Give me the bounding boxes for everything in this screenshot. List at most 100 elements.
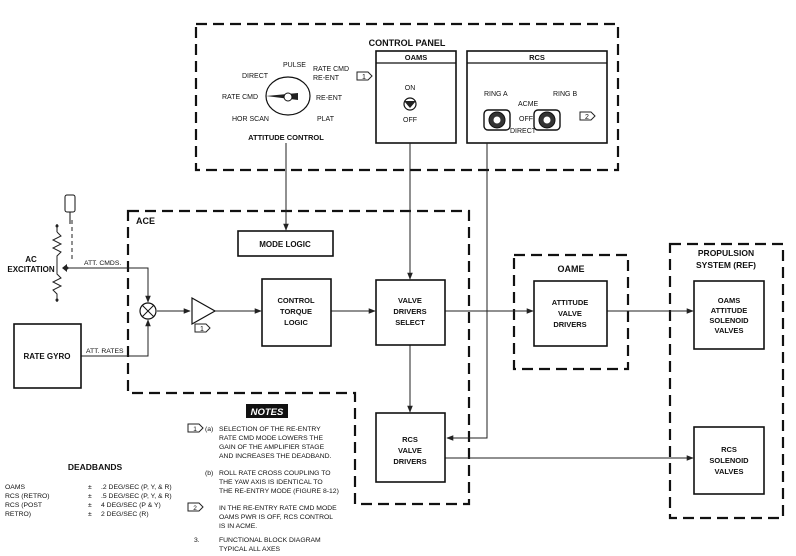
rate-gyro-box <box>13 323 82 389</box>
svg-text:±: ± <box>88 502 92 509</box>
notes-panel: NOTES 1 (a) SELECTION OF THE RE-ENTRY RA… <box>187 404 339 553</box>
oame-title: OAME <box>558 264 585 274</box>
oams-solenoid-line2: ATTITUDE <box>711 306 748 315</box>
rcs-solenoid-line2: SOLENOID <box>709 456 749 465</box>
control-torque-line2: TORQUE <box>280 307 312 316</box>
attitude-control-knob[interactable] <box>265 76 311 116</box>
amplifier-triangle: 1 <box>191 296 217 333</box>
note-1b-line1: ROLL RATE CROSS COUPLING TO <box>219 470 331 477</box>
note-1b-line3: THE RE-ENTRY MODE (FIGURE 8-12) <box>219 488 339 495</box>
svg-text:1: 1 <box>362 74 366 81</box>
signal-wires <box>67 143 694 461</box>
rcs-ring-a-switch[interactable] <box>483 109 511 131</box>
deadbands-title: DEADBANDS <box>68 462 123 472</box>
deadbands-table: DEADBANDS OAMS ± .2 DEG/SEC (P, Y, & R) … <box>5 462 172 518</box>
note-1a-marker: 1 <box>193 426 197 433</box>
rcs-valve-drivers-box <box>375 412 446 483</box>
svg-text:.2 DEG/SEC (P, Y, & R): .2 DEG/SEC (P, Y, & R) <box>101 484 172 491</box>
svg-text:±: ± <box>88 493 92 500</box>
oams-panel-title: OAMS <box>405 53 428 62</box>
ac-excitation-line1: AC <box>25 255 37 264</box>
deadband-row: RCS (RETRO) ± .5 DEG/SEC (P, Y, & R) <box>5 493 172 500</box>
oams-off-label: OFF <box>403 117 417 124</box>
attitude-valve-line2: VALVE <box>558 309 582 318</box>
rcs-solenoid-box <box>693 426 765 495</box>
control-torque-logic-box <box>261 278 332 347</box>
svg-text:RETRO): RETRO) <box>5 511 31 518</box>
oams-solenoid-line4: VALVES <box>715 326 744 335</box>
attitude-control-label: ATTITUDE CONTROL <box>248 133 324 142</box>
control-torque-line3: LOGIC <box>284 318 308 327</box>
oams-solenoid-line1: OAMS <box>718 296 741 305</box>
rcs-panel-title: RCS <box>529 53 545 62</box>
note-3-line2: TYPICAL ALL AXES <box>219 546 281 553</box>
attitude-pulse-label: PULSE <box>283 62 306 69</box>
rcs-ring-b-switch[interactable] <box>533 109 561 131</box>
svg-text:±: ± <box>88 484 92 491</box>
valve-select-line3: SELECT <box>395 318 425 327</box>
attitude-hor-scan-label: HOR SCAN <box>232 116 269 123</box>
note-2-marker-text: 2 <box>193 505 197 512</box>
svg-text:±: ± <box>88 511 92 518</box>
attitude-rate-cmd-label: RATE CMD <box>313 66 349 73</box>
svg-text:4 DEG/SEC (P & Y): 4 DEG/SEC (P & Y) <box>101 502 161 509</box>
deadband-row: RCS (POST ± 4 DEG/SEC (P & Y) <box>5 502 161 509</box>
note-1b-prefix: (b) <box>205 470 213 477</box>
svg-text:2 DEG/SEC (R): 2 DEG/SEC (R) <box>101 511 149 518</box>
valve-select-line1: VALVE <box>398 296 422 305</box>
ace-region: ACE <box>126 209 471 506</box>
svg-text:.5 DEG/SEC (P, Y, & R): .5 DEG/SEC (P, Y, & R) <box>101 493 172 500</box>
control-panel: CONTROL PANEL PULSE RATE CMD RE-ENT DIRE… <box>194 22 620 172</box>
attitude-re-ent-label: RE-ENT <box>316 95 343 102</box>
rcs-valve-line3: DRIVERS <box>393 457 426 466</box>
propulsion-title-line2: SYSTEM (REF) <box>696 260 756 270</box>
rcs-ring-b-label: RING B <box>553 91 577 98</box>
note-2-marker: 2 <box>579 111 596 121</box>
ac-excitation-potentiometer <box>51 194 76 302</box>
rcs-solenoid-line3: VALVES <box>715 467 744 476</box>
note-2-line3: IS IN ACME. <box>219 523 257 530</box>
note-1a-line4: AND INCREASES THE DEADBAND. <box>219 453 332 460</box>
attitude-valve-line1: ATTITUDE <box>552 298 589 307</box>
rcs-valve-line2: VALVE <box>398 446 422 455</box>
note-2-line2: OAMS PWR IS OFF, RCS CONTROL <box>219 514 333 521</box>
attitude-valve-drivers-box <box>533 280 608 347</box>
deadband-row: RETRO) ± 2 DEG/SEC (R) <box>5 511 149 518</box>
deadband-row: OAMS ± .2 DEG/SEC (P, Y, & R) <box>5 484 172 491</box>
oams-solenoid-line3: SOLENOID <box>709 316 749 325</box>
mode-logic-label: MODE LOGIC <box>259 240 311 249</box>
attitude-valve-line3: DRIVERS <box>553 320 586 329</box>
oams-on-label: ON <box>405 85 416 92</box>
oams-panel-box <box>375 50 457 144</box>
ac-excitation-line2: EXCITATION <box>7 265 54 274</box>
note-1-marker: 1 <box>356 71 373 81</box>
attitude-direct-label: DIRECT <box>242 73 269 80</box>
note-1a-line3: GAIN OF THE AMPLIFIER STAGE <box>219 444 325 451</box>
propulsion-region: PROPULSION SYSTEM (REF) <box>668 242 785 520</box>
note-1b-line2: THE YAW AXIS IS IDENTICAL TO <box>219 479 323 486</box>
svg-text:2: 2 <box>585 114 589 121</box>
note-3-line1: FUNCTIONAL BLOCK DIAGRAM <box>219 537 321 544</box>
valve-select-line2: DRIVERS <box>393 307 426 316</box>
note-3-number: 3. <box>194 537 200 544</box>
rcs-acme-label: ACME <box>518 101 539 108</box>
note-2-line1: IN THE RE-ENTRY RATE CMD MODE <box>219 505 337 512</box>
oame-region: OAME <box>512 253 630 371</box>
valve-drivers-select-box <box>375 279 446 346</box>
attitude-plat-label: PLAT <box>317 116 335 123</box>
ace-title: ACE <box>136 216 155 226</box>
rcs-ring-a-label: RING A <box>484 91 508 98</box>
rcs-valve-line1: RCS <box>402 435 418 444</box>
control-panel-border <box>194 22 620 172</box>
control-torque-line1: CONTROL <box>277 296 314 305</box>
summing-junction <box>139 302 157 320</box>
rcs-direct-label: DIRECT <box>510 128 537 135</box>
svg-text:OAMS: OAMS <box>5 484 25 491</box>
attitude-rate-cmd-left-label: RATE CMD <box>222 94 258 101</box>
oams-toggle-switch[interactable] <box>403 97 417 111</box>
svg-text:RCS (RETRO): RCS (RETRO) <box>5 493 50 500</box>
control-panel-title: CONTROL PANEL <box>369 38 446 48</box>
att-cmds-label: ATT. CMDS. <box>84 260 121 267</box>
oams-solenoid-box <box>693 280 765 350</box>
